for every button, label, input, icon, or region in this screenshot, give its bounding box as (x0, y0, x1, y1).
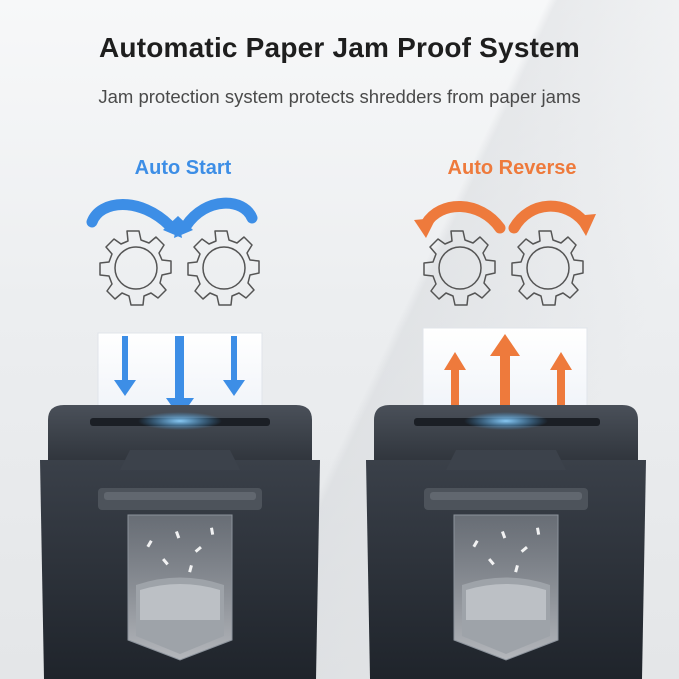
curved-arrow-icon (414, 201, 506, 238)
straight-arrow-icon (114, 336, 136, 396)
straight-arrow-icon (444, 352, 466, 412)
gear-icon (99, 230, 172, 306)
straight-arrow-icon (550, 352, 572, 412)
gear-icon-wrap (511, 230, 584, 306)
auto-reverse-panel (366, 200, 646, 679)
page-title: Automatic Paper Jam Proof System (99, 32, 580, 63)
straight-arrow-icon (223, 336, 245, 396)
curved-arrow-icon (174, 197, 258, 238)
page-subtitle: Jam protection system protects shredders… (98, 86, 581, 107)
auto-reverse-label: Auto Reverse (447, 157, 577, 179)
auto-start-panel (40, 197, 320, 679)
straight-arrow-icon (490, 334, 520, 412)
curved-arrow-icon (508, 200, 596, 236)
curved-arrow-icon (86, 199, 182, 238)
gear-icon (423, 230, 496, 306)
auto-start-label: Auto Start (134, 157, 232, 179)
gear-icon (511, 230, 584, 306)
gear-icon (187, 230, 260, 306)
